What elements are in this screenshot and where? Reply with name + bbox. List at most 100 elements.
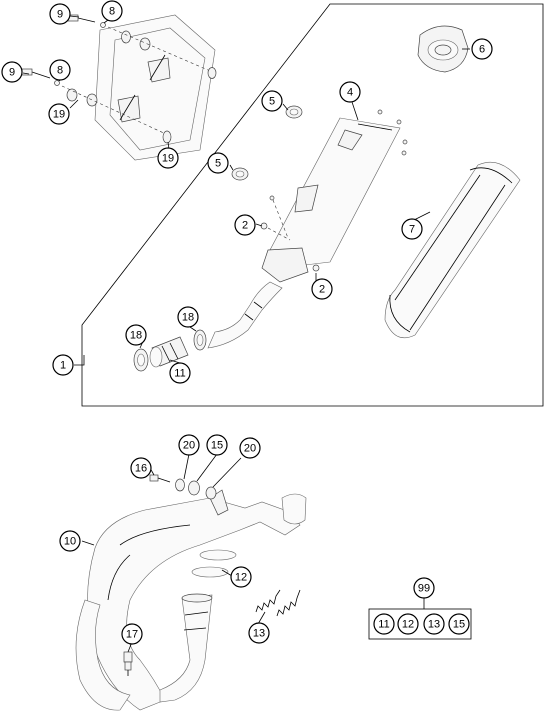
callout-c13-circle [248, 622, 270, 644]
callout-c9b-circle [1, 61, 23, 83]
callout-c9a-number: 9 [57, 9, 63, 21]
callout-c8b-circle [49, 59, 71, 81]
callout-c15-circle [206, 434, 228, 456]
callout-c2a: 2 [234, 214, 256, 236]
rivet-upper [260, 222, 291, 241]
callout-c99: 99 [413, 577, 435, 599]
assembly-outline [81, 3, 544, 407]
callout-c12-number: 12 [235, 572, 247, 584]
callout-c4-circle [339, 81, 361, 103]
callout-c9b-number: 9 [9, 67, 15, 79]
heat-shield [94, 14, 216, 161]
callout-c9a: 9 [49, 3, 71, 25]
callout-c18a-circle [125, 324, 147, 346]
callout-c9b: 9 [1, 61, 23, 83]
callout-c6-circle [471, 38, 493, 60]
rivet-lower [269, 195, 320, 272]
kit-item-0: 11 [373, 613, 395, 635]
callout-c99-circle [413, 577, 435, 599]
callout-c20a-circle [178, 434, 200, 456]
callout-c2a-number: 2 [242, 220, 248, 232]
washer-right [205, 486, 217, 500]
callout-c10-number: 10 [64, 536, 76, 548]
rubber-grommet-lower [231, 167, 249, 181]
callout-c15: 15 [206, 434, 228, 456]
callout-c8a-circle [101, 0, 123, 22]
callout-c5b: 5 [207, 152, 229, 174]
kit-item-1: 12 [397, 613, 419, 635]
callout-c12-circle [230, 566, 252, 588]
callout-c20b-number: 20 [244, 443, 256, 455]
kit-item-1-number: 12 [402, 619, 414, 631]
callout-c5b-circle [207, 152, 229, 174]
callout-c4: 4 [339, 81, 361, 103]
exhaust-spring-left [255, 589, 281, 613]
callout-c1: 1 [52, 354, 74, 376]
callout-c5b-number: 5 [215, 158, 221, 170]
kit-item-1-circle [397, 613, 419, 635]
o-ring-upper [199, 549, 237, 561]
silencer-outer-sleeve [384, 161, 521, 339]
callout-c7-circle [401, 218, 423, 240]
kit-item-3-circle [448, 613, 470, 635]
callout-c20b-circle [239, 437, 261, 459]
callout-c18a: 18 [125, 324, 147, 346]
callout-c18b: 18 [177, 306, 199, 328]
callout-c12: 12 [230, 566, 252, 588]
shield-screw-lower [21, 68, 172, 144]
kit-item-3-number: 15 [453, 619, 465, 631]
callout-c5a-circle [261, 90, 283, 112]
callout-c8b-number: 8 [57, 65, 63, 77]
callout-c99-number: 99 [418, 583, 430, 595]
callout-c17-number: 17 [126, 629, 138, 641]
callout-c6-number: 6 [479, 44, 485, 56]
gasket-ring-left [133, 348, 149, 372]
callout-c5a: 5 [261, 90, 283, 112]
callout-c11-circle [169, 362, 191, 384]
washer-left [175, 478, 185, 492]
callout-c6: 6 [471, 38, 493, 60]
callout-c8a: 8 [101, 0, 123, 22]
kit-box [368, 608, 472, 640]
callout-c18a-number: 18 [130, 330, 142, 342]
callout-c19b-number: 19 [162, 153, 174, 165]
callout-c10: 10 [59, 530, 81, 552]
shield-screw-upper [67, 14, 217, 79]
callout-c7-number: 7 [409, 224, 415, 236]
callout-c16-number: 16 [135, 463, 147, 475]
rubber-bushing [188, 480, 200, 496]
callout-c19a-number: 19 [53, 109, 65, 121]
callout-c10-circle [59, 530, 81, 552]
callout-c20b: 20 [239, 437, 261, 459]
callout-c7: 7 [401, 218, 423, 240]
callout-c2a-circle [234, 214, 256, 236]
callout-c19b: 19 [157, 147, 179, 169]
callout-c13: 13 [248, 622, 270, 644]
exhaust-manifold [159, 593, 213, 703]
callout-c2b-circle [311, 278, 333, 300]
callout-c16-circle [130, 457, 152, 479]
kit-item-3: 15 [448, 613, 470, 635]
callout-c18b-number: 18 [182, 312, 194, 324]
kit-item-2: 13 [423, 613, 445, 635]
callout-c11-number: 11 [174, 368, 185, 380]
callout-c4-number: 4 [347, 87, 353, 99]
silencer-body [261, 109, 408, 283]
callout-c20a-number: 20 [183, 440, 195, 452]
kit-item-0-circle [373, 613, 395, 635]
callout-c19a-circle [48, 103, 70, 125]
callout-c8b: 8 [49, 59, 71, 81]
callout-c8a-number: 8 [109, 6, 115, 18]
silencer-end-cap [417, 25, 469, 73]
rubber-grommet-upper [285, 105, 303, 119]
callout-c5a-number: 5 [269, 96, 275, 108]
callout-c16: 16 [130, 457, 152, 479]
mounting-screw [149, 474, 171, 483]
callout-c17: 17 [121, 623, 143, 645]
callout-c1-circle [52, 354, 74, 376]
callout-c2b-number: 2 [319, 284, 325, 296]
callout-c13-number: 13 [253, 628, 265, 640]
